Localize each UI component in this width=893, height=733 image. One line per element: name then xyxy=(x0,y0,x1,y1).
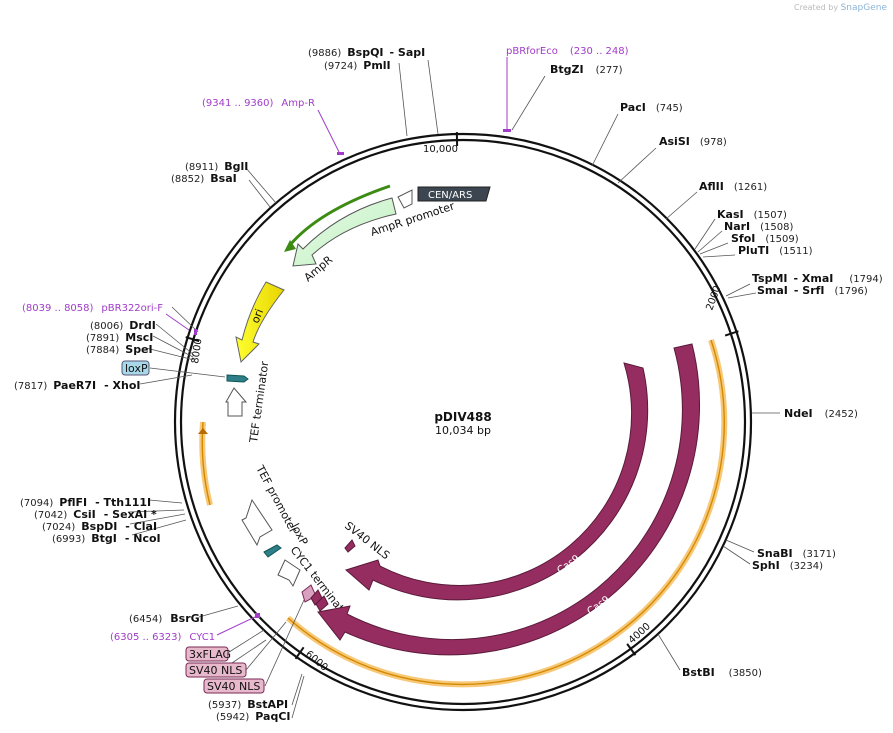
plasmid-name: pDIV488 xyxy=(434,410,491,424)
cas9-outer-feature[interactable] xyxy=(317,343,701,656)
orf-orange-arcs xyxy=(198,339,728,688)
3xflag-box[interactable] xyxy=(185,646,229,662)
site-btgi[interactable]: (6993)BtgI- NcoI xyxy=(52,532,161,545)
ruler-tick-8000 xyxy=(185,336,200,343)
sv40-nls-box-1[interactable] xyxy=(185,662,247,678)
backbone-inner-circle xyxy=(179,138,747,706)
site-pmli[interactable]: (9724)PmlI xyxy=(324,59,391,72)
ampr-feature[interactable] xyxy=(292,197,397,267)
ruler-tick-6000 xyxy=(294,646,305,660)
primer-mark-cyc1[interactable] xyxy=(255,613,260,618)
primer-mark-ampr[interactable] xyxy=(337,152,344,155)
site-paer7i[interactable]: (7817)PaeR7I- XhoI xyxy=(14,379,141,392)
site-smai[interactable]: SmaI- SrfI(1796) xyxy=(757,284,868,297)
site-sphi[interactable]: SphI(3234) xyxy=(752,559,823,572)
site-aflii[interactable]: AflII(1261) xyxy=(699,180,767,193)
cas9-inner-feature[interactable] xyxy=(344,362,649,601)
3xflag-box-label: 3xFLAG xyxy=(189,648,231,661)
cen-ars-label: CEN/ARS xyxy=(428,190,472,201)
site-btgzi[interactable]: BtgZI(277) xyxy=(550,63,623,76)
loxp-label: loxP xyxy=(288,521,310,547)
primer-pbrforeco[interactable]: pBRforEco(230 .. 248) xyxy=(506,46,629,57)
site-labels: (9886)BspQI- SapI (9724)PmlI BtgZI(277) … xyxy=(14,46,883,723)
backbone-outer-circle xyxy=(173,132,753,712)
site-csii[interactable]: (7042)CsiI- SexAI * xyxy=(34,508,157,521)
sv40-nls-inner-feature[interactable] xyxy=(344,539,356,553)
snapgene-logo: SnapGene xyxy=(840,3,887,13)
site-pflfi[interactable]: (7094)PflFI- Tth111I xyxy=(20,496,151,509)
tef-promoter-arrow[interactable] xyxy=(241,498,273,547)
site-bspdi[interactable]: (7024)BspDI- ClaI xyxy=(42,520,157,533)
primer-mark-pbr322ori[interactable] xyxy=(194,329,197,335)
primer-cyc1[interactable]: (6305 .. 6323)CYC1 xyxy=(110,632,215,643)
site-nari[interactable]: NarI(1508) xyxy=(724,220,794,233)
site-tspmi[interactable]: TspMI- XmaI(1794) xyxy=(752,272,883,285)
tef-terminator-arrow[interactable] xyxy=(225,387,248,417)
site-bsrgi[interactable]: (6454)BsrGI xyxy=(129,612,204,625)
ruler-tick-2000 xyxy=(724,330,739,337)
site-asisi[interactable]: AsiSI(978) xyxy=(659,135,727,148)
primer-mark-pbrforeco[interactable] xyxy=(503,129,511,132)
site-msci[interactable]: (7891)MscI xyxy=(86,331,153,344)
primer-leaders xyxy=(165,57,508,636)
site-paqci[interactable]: (5937)BstAPI xyxy=(208,698,288,711)
site-paci[interactable]: PacI(745) xyxy=(620,101,683,114)
ruler-ticks xyxy=(185,132,739,660)
plasmid-size: 10,034 bp xyxy=(435,424,491,437)
ruler-tick-4000 xyxy=(626,643,637,656)
ori-feature[interactable] xyxy=(235,281,285,364)
loxp-feature-top[interactable] xyxy=(226,374,249,383)
site-bsai[interactable]: (8852)BsaI xyxy=(171,172,237,185)
left-orf-arc-core xyxy=(201,421,211,506)
site-pluti[interactable]: PluTI(1511) xyxy=(738,244,813,257)
ori-label: ori xyxy=(249,307,266,325)
site-spei[interactable]: (7884)SpeI xyxy=(86,343,153,356)
snapgene-watermark: Created by SnapGene xyxy=(794,3,887,13)
sv40-nls-box-2-label: SV40 NLS xyxy=(207,680,260,693)
ampr-orf-line xyxy=(288,184,391,246)
leader-lines xyxy=(127,59,780,719)
ruler-label-10000: 10,000 xyxy=(423,144,458,155)
site-ndei[interactable]: NdeI(2452) xyxy=(784,407,858,420)
sv40-nls-feature-b[interactable] xyxy=(315,595,329,612)
watermark-text: Created by xyxy=(794,3,839,12)
site-snabi[interactable]: SnaBI(3171) xyxy=(757,547,836,560)
ampr-orf-arrowhead xyxy=(284,240,296,252)
cyc1-terminator-arrow[interactable] xyxy=(277,559,301,588)
primer-labels: pBRforEco(230 .. 248) (9341 .. 9360)Amp-… xyxy=(22,46,629,643)
site-drdi[interactable]: (8006)DrdI xyxy=(90,319,156,332)
site-bspqi[interactable]: (9886)BspQI- SapI xyxy=(308,46,425,59)
sv40-nls-box-1-label: SV40 NLS xyxy=(189,664,242,677)
ruler-label-8000: 8000 xyxy=(190,338,204,365)
tef-terminator-label: TEF terminator xyxy=(247,360,271,444)
primer-marks xyxy=(194,129,511,618)
left-orf-arrowhead xyxy=(198,428,208,434)
boxed-labels: loxP 3xFLAG SV40 NLS SV40 NLS xyxy=(121,360,265,694)
site-kasi[interactable]: KasI(1507) xyxy=(717,208,787,221)
primer-ampr[interactable]: (9341 .. 9360)Amp-R xyxy=(202,98,315,109)
loxp-box-label: loxP xyxy=(125,362,148,375)
cen-ars-feature[interactable] xyxy=(417,186,491,202)
site-sfoi[interactable]: SfoI(1509) xyxy=(731,232,799,245)
sv40-nls-inner-label: SV40 NLS xyxy=(342,519,392,562)
loxp-feature-mid[interactable] xyxy=(263,544,282,558)
loxp-box[interactable] xyxy=(121,360,150,376)
site-bgli[interactable]: (8911)BglI xyxy=(185,160,248,173)
cas9-orf-arc-core xyxy=(287,339,725,686)
site-bstbi[interactable]: BstBI(3850) xyxy=(682,666,762,679)
site-bstapi[interactable]: (5942)PaqCI xyxy=(216,710,291,723)
primer-pbr322ori-f[interactable]: (8039 .. 8058)pBR322ori-F xyxy=(22,303,163,314)
sv40-nls-box-2[interactable] xyxy=(203,678,265,694)
ampr-promoter-arrow[interactable] xyxy=(397,189,413,209)
